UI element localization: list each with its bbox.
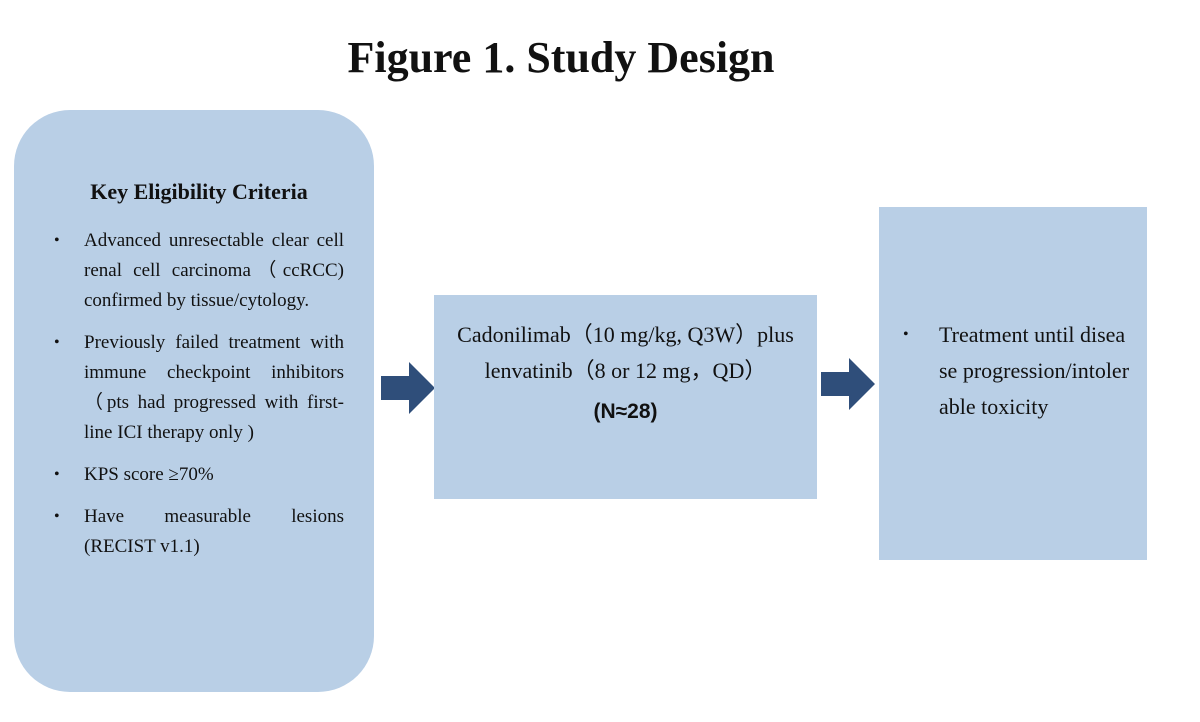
right-arrow-icon: [821, 358, 875, 410]
sample-size: (N≈28): [593, 400, 658, 423]
eligibility-criteria-box: Key Eligibility Criteria Advanced unrese…: [14, 110, 374, 692]
eligibility-criteria-list: Advanced unresectable clear cell renal c…: [54, 226, 344, 562]
duration-item: Treatment until disease progression/into…: [903, 317, 1131, 425]
criteria-item: Previously failed treatment with immune …: [54, 328, 344, 448]
criteria-item: KPS score ≥70%: [54, 460, 344, 490]
right-arrow-icon: [381, 362, 435, 414]
treatment-duration-box: Treatment until disease progression/into…: [879, 207, 1147, 560]
treatment-regimen: Cadonilimab（10 mg/kg, Q3W）plus lenvatini…: [457, 322, 794, 383]
criteria-item: Have measurable lesions (RECIST v1.1): [54, 502, 344, 562]
figure-title: Figure 1. Study Design: [347, 33, 775, 82]
duration-list: Treatment until disease progression/into…: [903, 317, 1131, 425]
eligibility-heading: Key Eligibility Criteria: [90, 179, 308, 204]
treatment-box: Cadonilimab（10 mg/kg, Q3W）plus lenvatini…: [434, 295, 817, 499]
criteria-item: Advanced unresectable clear cell renal c…: [54, 226, 344, 316]
